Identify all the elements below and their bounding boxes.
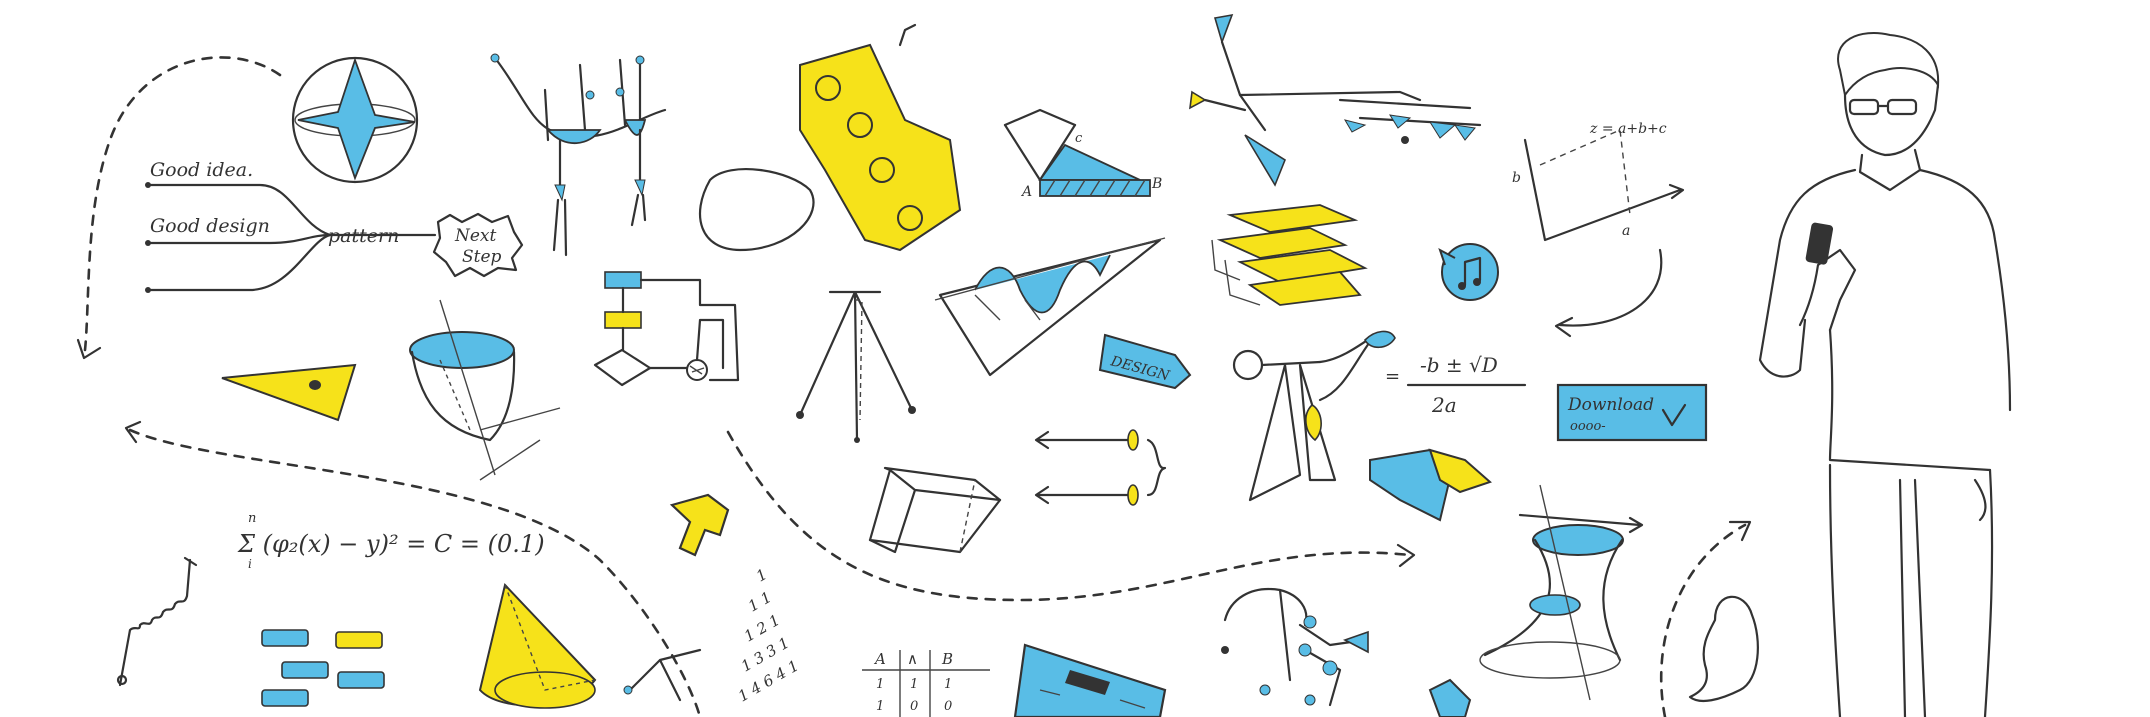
truth-table-h2: B [941,650,953,668]
dashed-arrowhead-middle [1396,543,1416,568]
sine-wave-graph [934,237,1166,377]
curved-arrow-head [1554,316,1574,338]
plane-label-a: a [1622,223,1630,239]
truth-table-r1c0: 1 [876,699,884,714]
quadratic-formula: = -b ± √D 2a [1385,353,1527,417]
dashed-arrowhead-left [76,338,102,360]
download-button[interactable]: Download oooo- [1556,383,1708,442]
phone-icon [1805,222,1834,265]
step-label: Step [462,247,502,267]
pascal-row-0: 1 [753,565,770,585]
plane-label-eq: z = a+b+c [1589,121,1667,137]
molecule-mobile-sketch [1221,587,1369,707]
tag-mobile-sketch [1189,13,1482,187]
truth-table-r0c0: 1 [876,677,884,692]
folded-paper-shape [1369,448,1492,522]
truth-table-r1c1: 0 [910,699,918,714]
truth-table-h0: A [873,650,886,668]
double-arrows-sketch [1034,429,1167,506]
svg-text:=: = [1385,366,1400,387]
next-label: Next [454,226,497,246]
sum-formula-text: Σ (φ₂(x) − y)² = C = (0.1) [237,530,545,558]
pascal-row-1: 1 1 [745,588,775,616]
next-step-bubble [432,212,524,278]
music-note-icon [1438,243,1499,301]
bottom-mobile-sketch [628,648,702,702]
yellow-cone-shape [478,582,597,709]
truth-table-h1: ∧ [907,650,918,668]
idea-tree-diagram: Good idea. Good design pattern Next Step [145,159,524,293]
tripod-sketch [796,290,916,443]
dashed-arrowhead-right [1728,520,1752,542]
sum-formula: n Σ (φ₂(x) − y)² = C = (0.1) i [237,511,545,571]
plane-label-b: b [1512,170,1521,186]
yellow-arrow-icon [669,493,730,557]
blue-arrow-icon [1428,678,1472,717]
block-diagram [261,629,385,707]
sum-i: i [248,557,252,571]
hanging-mobile-sketch [490,53,667,257]
checkmark-icon [1661,403,1687,427]
curved-arrow [1558,248,1663,327]
tree-label-design: Good design [150,215,270,237]
plane-graph: b a z = a+b+c [1512,121,1685,242]
glasses-icon [1848,98,1918,116]
blob-shape [698,168,815,252]
right-triangle-diagram: A B c [1003,108,1162,200]
quadratic-denominator: 2a [1431,393,1457,417]
dashed-path-right [1659,523,1747,717]
truth-table-r0c2: 1 [944,677,952,692]
speech-bubble-shape [1688,595,1759,703]
tree-label-pattern: pattern [328,225,399,247]
paraboloid-sketch [409,299,561,481]
download-button-label: Download [1567,395,1654,415]
triangle-label-c: c [1075,131,1083,146]
truth-table: A ∧ B 1 1 1 1 0 0 [862,650,990,717]
balance-sculpture-sketch [1232,330,1396,502]
truth-table-r0c1: 1 [910,677,918,692]
sphere-icon [291,56,419,184]
triangle-label-A: A [1020,184,1032,200]
download-button-dots: oooo- [1570,419,1606,434]
person-figure [1758,32,2012,717]
book-stack-icon [1211,204,1368,306]
design-tag: DESIGN [1098,333,1192,390]
cube-sketch [868,466,1002,554]
sum-n: n [248,511,256,526]
pascal-triangle: 1 1 1 1 2 1 1 3 3 1 1 4 6 4 1 [735,565,802,705]
hyperboloid-sketch [1479,484,1644,701]
dashed-path-left-arc [83,56,282,352]
quadratic-numerator: -b ± √D [1420,353,1498,377]
triangle-label-B: B [1151,176,1162,192]
yellow-triangle-shape [221,363,357,422]
blue-device-icon [1013,643,1167,717]
truth-table-r1c2: 0 [944,699,952,714]
tree-label-idea: Good idea. [150,159,253,181]
flowchart-diagram [593,271,740,387]
dashed-arrowhead-lower-left [124,420,142,444]
yellow-mechanism-icon [799,23,962,252]
spring-sketch [116,556,198,687]
dashed-path-lower-left [128,428,702,717]
